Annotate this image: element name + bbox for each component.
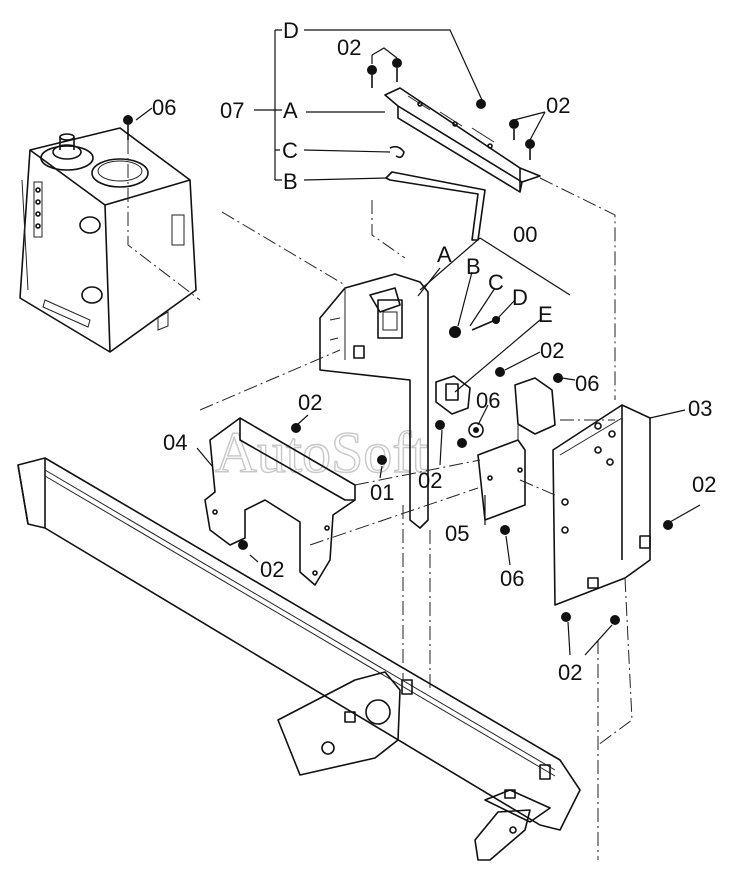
bolt-icon bbox=[123, 115, 133, 140]
callout-02-top-left: 02 bbox=[337, 35, 361, 60]
callout-01: 01 bbox=[370, 480, 394, 505]
callout-05: 05 bbox=[445, 521, 469, 546]
bolt-icon bbox=[525, 139, 535, 160]
callout-tank-bolt: 06 bbox=[152, 95, 176, 120]
callout-02-lower-left: 02 bbox=[260, 557, 284, 582]
bolt-icon bbox=[500, 525, 510, 535]
alignment-lines bbox=[127, 140, 633, 860]
callout-a-top: A bbox=[283, 98, 298, 123]
callout-02-left: 02 bbox=[298, 390, 322, 415]
callout-02-mid-right: 02 bbox=[540, 338, 564, 363]
bolt-icon bbox=[495, 367, 505, 377]
side-panel-03 bbox=[552, 404, 651, 606]
callout-06-lower: 06 bbox=[500, 566, 524, 591]
callout-07: 07 bbox=[220, 98, 244, 123]
callout-c-top: C bbox=[282, 138, 298, 163]
center-frame-plate bbox=[319, 273, 429, 529]
callout-b-mid: B bbox=[466, 254, 481, 279]
callout-02-bottom-right: 02 bbox=[558, 660, 582, 685]
bolt-icon bbox=[435, 420, 445, 430]
bracket-e bbox=[435, 375, 471, 415]
panel-04 bbox=[204, 417, 356, 586]
bolt-icon bbox=[476, 99, 486, 109]
bolt-icon bbox=[449, 326, 461, 338]
hydraulic-tank bbox=[19, 127, 197, 353]
bolt-icon bbox=[291, 423, 301, 433]
bolts bbox=[123, 58, 673, 625]
callout-06-center: 06 bbox=[476, 388, 500, 413]
bolt-icon bbox=[377, 455, 387, 465]
bolt-icon bbox=[392, 58, 402, 82]
callout-a-mid: A bbox=[437, 242, 452, 267]
watermark: AutoSoft bbox=[215, 420, 428, 485]
bolt-icon bbox=[561, 612, 571, 622]
bolt-icon bbox=[663, 520, 673, 530]
bolt-icon bbox=[610, 615, 620, 625]
callout-e-mid: E bbox=[538, 302, 553, 327]
bolt-icon bbox=[457, 438, 467, 448]
bolt-icon bbox=[367, 65, 377, 88]
callout-d-mid: D bbox=[512, 285, 528, 310]
callout-b-top: B bbox=[283, 169, 298, 194]
bolt-icon bbox=[238, 540, 248, 550]
callout-04: 04 bbox=[163, 430, 187, 455]
bolt-icon bbox=[553, 373, 563, 383]
callout-02-center: 02 bbox=[418, 468, 442, 493]
leader-lines bbox=[135, 29, 701, 656]
bolt-icon bbox=[471, 316, 501, 331]
callout-03: 03 bbox=[688, 396, 712, 421]
callout-d-top: D bbox=[283, 18, 299, 43]
top-bracket-assembly bbox=[384, 87, 541, 241]
callout-00: 00 bbox=[513, 222, 537, 247]
bracket-05 bbox=[477, 377, 556, 521]
callout-labels: 06 07 A D C B 02 02 00 A B C D E 02 06 0… bbox=[152, 18, 716, 685]
lower-frame-rail bbox=[17, 457, 581, 861]
callout-02-top-right: 02 bbox=[546, 93, 570, 118]
bolt-icon bbox=[509, 119, 519, 140]
callout-c-mid: C bbox=[488, 270, 504, 295]
bolt-icon bbox=[468, 422, 484, 438]
callout-02-far-right: 02 bbox=[692, 472, 716, 497]
callout-06-mid: 06 bbox=[575, 371, 599, 396]
